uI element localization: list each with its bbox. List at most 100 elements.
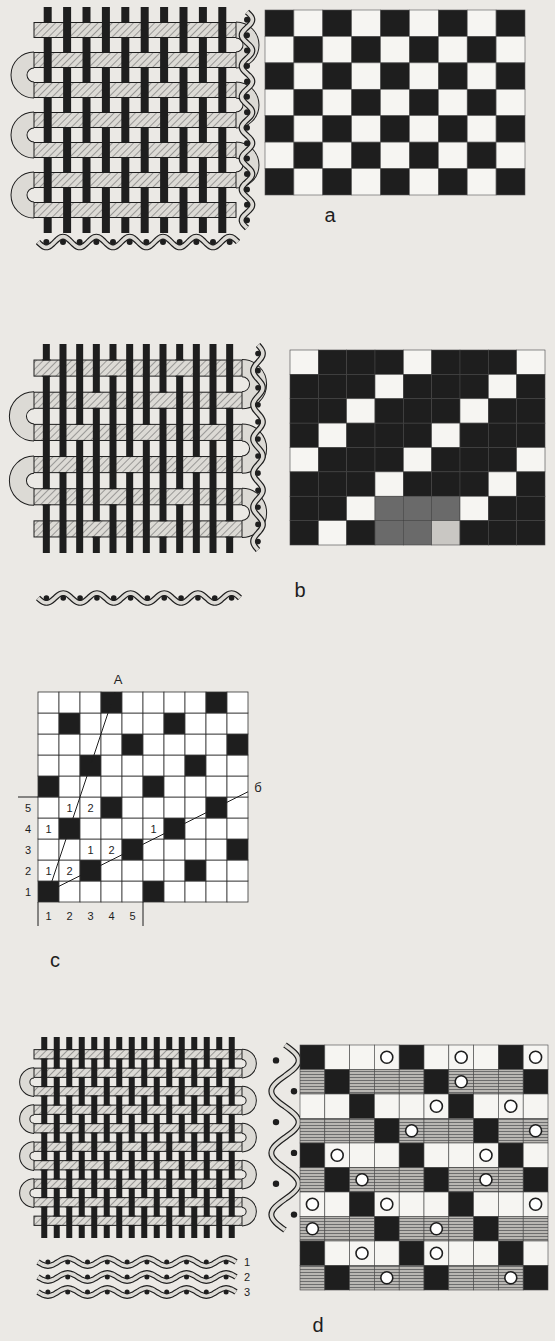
warp-dot	[110, 239, 116, 245]
weft-outline	[178, 1105, 186, 1106]
weft-float	[115, 1161, 123, 1169]
weft-float	[140, 1124, 148, 1132]
pattern-cell	[399, 1045, 424, 1070]
layer-number: 1	[244, 1256, 250, 1268]
warp-dot	[244, 48, 250, 54]
pattern-cell	[59, 692, 80, 713]
weft-loop	[25, 1073, 34, 1092]
weft-outline	[190, 1049, 198, 1050]
weft-outline	[103, 1105, 111, 1106]
warp-dot	[227, 239, 233, 245]
pattern-cell	[432, 350, 460, 374]
weft-outline	[43, 202, 53, 203]
weft-loop	[18, 400, 34, 432]
pattern-cell	[325, 1143, 350, 1168]
weft-float	[165, 1087, 173, 1095]
weft-float	[92, 393, 101, 408]
weft-outline	[115, 1160, 123, 1161]
pattern-cell	[294, 36, 323, 62]
pattern-cell	[143, 881, 164, 902]
pattern-cell	[318, 423, 346, 447]
pattern-cell	[438, 36, 467, 62]
weft-outline	[53, 1225, 61, 1226]
column-number: 5	[129, 910, 135, 922]
weft-outline	[128, 1077, 136, 1078]
weft-loop	[19, 60, 34, 90]
weft-outline	[140, 112, 150, 113]
weft-strand	[38, 237, 238, 248]
pattern-cell	[318, 496, 346, 520]
pattern-cell	[424, 1217, 449, 1242]
weft-float	[65, 1087, 73, 1095]
weft-float	[215, 1198, 223, 1206]
weft-outline	[82, 217, 92, 218]
pattern-cell	[381, 63, 410, 89]
weft-outline	[78, 1225, 86, 1226]
warp-dot	[105, 1290, 110, 1295]
weft-outline	[165, 1132, 173, 1133]
weft-outline	[153, 1179, 161, 1180]
weft-float	[175, 489, 184, 504]
pattern-cell	[38, 818, 59, 839]
weft-outline	[198, 202, 208, 203]
pattern-cell	[474, 1217, 499, 1242]
weft-outline	[65, 1197, 73, 1198]
pattern-cell	[467, 10, 496, 36]
warp-thread	[60, 344, 67, 553]
binding-mark	[455, 1076, 467, 1088]
weft-float	[90, 1124, 98, 1132]
pattern-cell	[375, 521, 403, 545]
pattern-cell	[347, 399, 375, 423]
weft-float	[120, 203, 130, 217]
pattern-cell	[101, 734, 122, 755]
weft-outline	[198, 97, 208, 98]
pattern-cell	[403, 472, 431, 496]
pattern-cell	[122, 881, 143, 902]
weft-outline	[215, 1058, 223, 1059]
warp-dot	[178, 595, 184, 601]
weft-float	[40, 1198, 48, 1206]
weft-loop	[25, 1110, 34, 1129]
pattern-cell	[318, 350, 346, 374]
weft-float	[109, 361, 118, 376]
warp-dot	[204, 1275, 209, 1280]
pattern-cell	[381, 169, 410, 195]
pattern-cell	[164, 713, 185, 734]
weft-float	[159, 521, 168, 536]
pattern-cell	[467, 116, 496, 142]
weft-outline	[62, 67, 72, 68]
pattern-cell	[381, 89, 410, 115]
weft-outline	[53, 1188, 61, 1189]
binding-mark	[430, 1100, 442, 1112]
weft-float	[228, 1180, 236, 1188]
weft-float	[165, 1124, 173, 1132]
move-line	[18, 797, 38, 798]
pattern-cell	[265, 116, 294, 142]
weft-outline	[192, 456, 201, 457]
cell-number: 2	[107, 843, 115, 855]
weft-outline	[203, 1188, 211, 1189]
panel-letter: a	[324, 204, 335, 226]
pattern-cell	[460, 448, 488, 472]
weft-strand	[38, 593, 240, 603]
weft-loop	[242, 1165, 251, 1184]
weft-outline	[203, 1068, 211, 1069]
warp-dot	[160, 239, 166, 245]
warp-thread	[204, 1037, 210, 1238]
weft-outline	[217, 52, 227, 53]
weft-float	[82, 23, 92, 37]
binding-mark	[505, 1100, 517, 1112]
weft-float	[78, 1217, 86, 1225]
weft-strand	[271, 1045, 298, 1230]
pattern-cell	[325, 1168, 350, 1193]
pattern-cell	[399, 1192, 424, 1217]
weft-outline	[128, 1105, 136, 1106]
weft-outline	[140, 1095, 148, 1096]
pattern-cell	[438, 10, 467, 36]
weft-outline	[153, 1225, 161, 1226]
weft-strand	[38, 1273, 236, 1281]
weft-outline	[53, 1179, 61, 1180]
weft-float	[190, 1087, 198, 1095]
pattern-cell	[80, 692, 101, 713]
